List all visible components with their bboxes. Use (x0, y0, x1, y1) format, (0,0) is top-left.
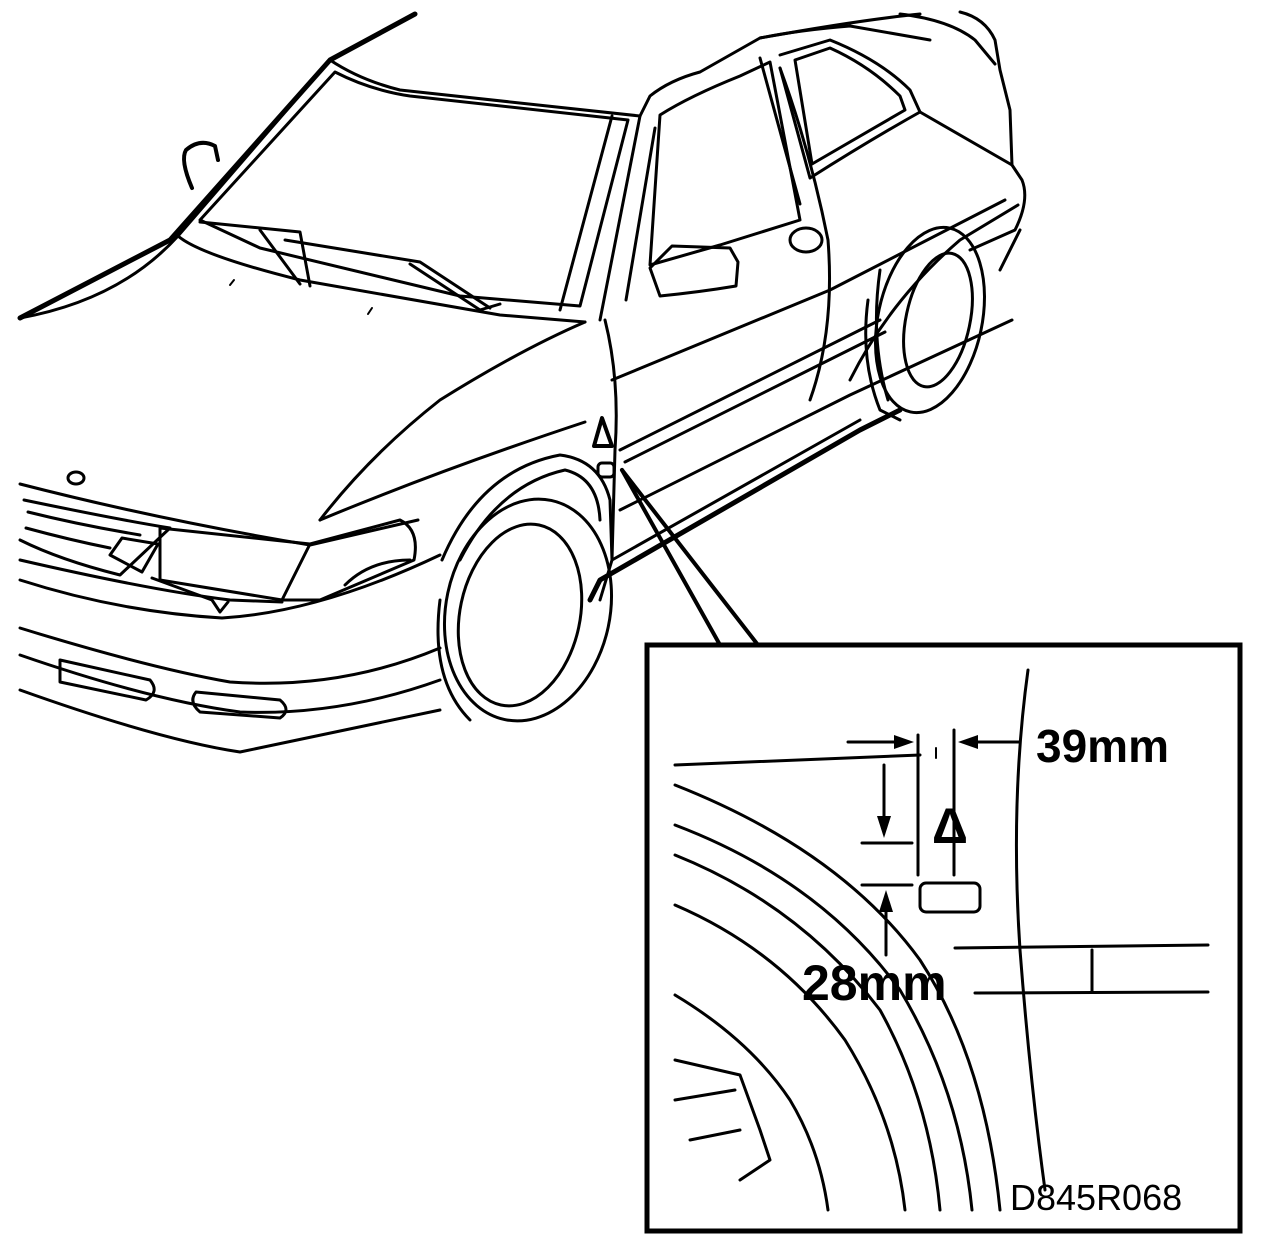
left-mirror (182, 140, 220, 190)
dimension-label-39mm: 39mm (1036, 720, 1169, 772)
front-wheel (436, 497, 614, 723)
drawing-code: D845R068 (1010, 1177, 1182, 1218)
right-fog-light (191, 690, 288, 720)
rear-wheel (864, 225, 986, 422)
dimension-reference-lines (860, 728, 956, 887)
car-rear (848, 110, 1027, 382)
inset-marker-triangle: Δ (932, 798, 968, 854)
car-hood (18, 58, 587, 522)
inset-body-lines (673, 668, 1210, 1192)
inset-frame (644, 642, 1243, 1234)
side-repeater (596, 461, 616, 479)
inset-repeater-lamp (918, 881, 982, 914)
car-marker-triangle (592, 416, 614, 448)
car-wipers (198, 220, 502, 312)
car-door (598, 66, 1014, 602)
car-front (18, 470, 442, 754)
left-fog-light (58, 658, 156, 702)
detail-inset: Δ 39mm 28mm D845R068 (644, 642, 1243, 1234)
dimension-39mm-arrows (846, 735, 1022, 749)
callout-pointer (620, 468, 760, 647)
car-roof (17, 10, 1014, 321)
dimension-28mm-arrows (877, 763, 893, 957)
right-mirror (648, 244, 740, 298)
door-handle (788, 226, 824, 254)
car-illustration (17, 10, 1027, 754)
grille-badge (108, 536, 160, 574)
car-windshield (198, 70, 630, 312)
car-side-windows (598, 38, 922, 322)
car-sill (587, 407, 903, 603)
car-fender (318, 420, 616, 562)
dimension-label-28mm: 28mm (802, 955, 947, 1011)
inset-wheel-arch (673, 783, 1002, 1212)
hood-emblem (66, 470, 86, 486)
